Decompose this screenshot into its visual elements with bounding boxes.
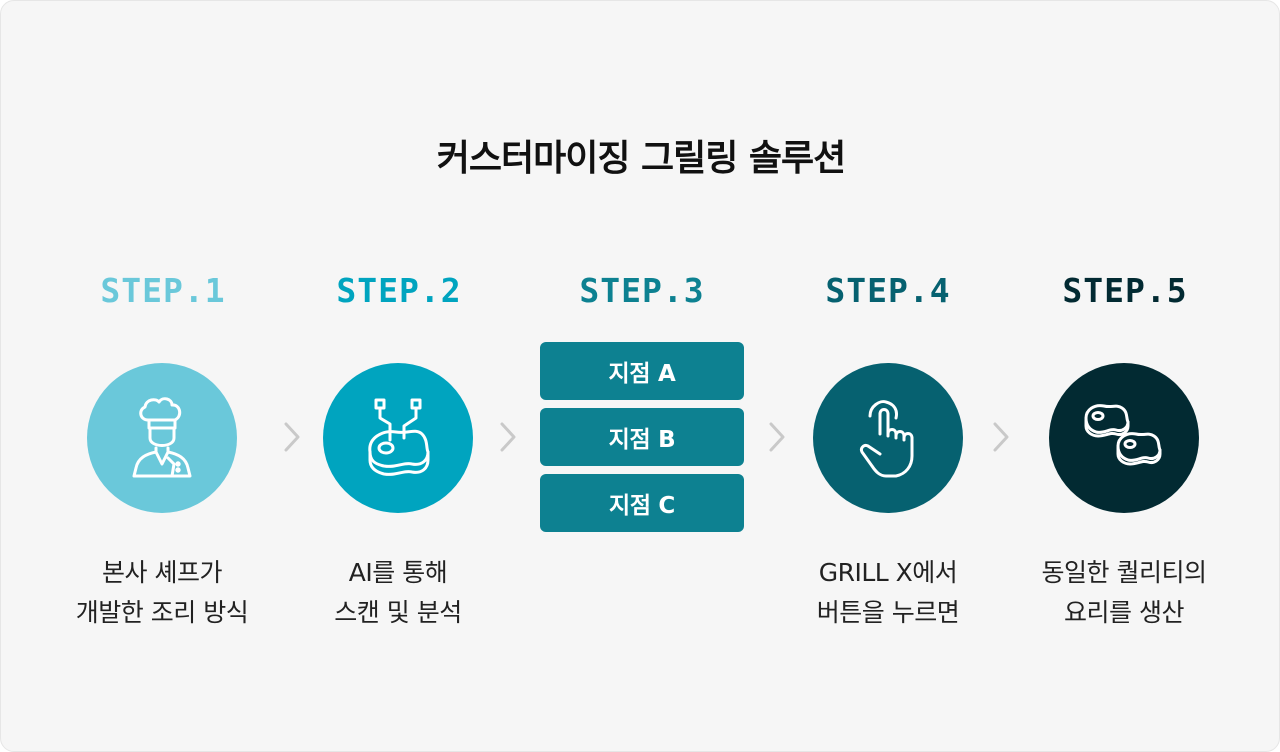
step-2-label: STEP.2 <box>336 271 462 310</box>
step-4-label: STEP.4 <box>825 271 951 310</box>
step-4-caption: GRILL X에서 버튼을 누르면 <box>758 553 1018 633</box>
step-5-caption-line: 요리를 생산 <box>1064 598 1184 627</box>
step-5-circle <box>1049 363 1199 513</box>
step-2-caption-line: 스캔 및 분석 <box>334 598 462 627</box>
step-2-circle <box>323 363 473 513</box>
step-1-caption: 본사 셰프가 개발한 조리 방식 <box>32 553 292 633</box>
step-4-caption-line: 버튼을 누르면 <box>816 598 960 627</box>
step-2-caption: AI를 통해 스캔 및 분석 <box>268 553 528 633</box>
branch-c-box: 지점 C <box>540 474 744 532</box>
step-4-circle <box>813 363 963 513</box>
chef-icon <box>132 397 192 478</box>
branch-b-box: 지점 B <box>540 408 744 466</box>
branch-a-box: 지점 A <box>540 342 744 400</box>
step-5-caption: 동일한 퀄리티의 요리를 생산 <box>994 553 1254 633</box>
diagram-title: 커스터마이징 그릴링 솔루션 <box>436 138 847 179</box>
two-steaks-icon <box>1084 404 1162 466</box>
step-1-circle <box>87 363 237 513</box>
step-3-label: STEP.3 <box>579 271 705 310</box>
chevron-right-icon <box>993 422 1009 452</box>
chevron-right-icon <box>284 422 300 452</box>
step-2-caption-line: AI를 통해 <box>348 558 448 587</box>
finger-press-icon <box>860 400 914 478</box>
step-1-caption-line: 본사 셰프가 <box>102 558 222 587</box>
step-5-label: STEP.5 <box>1062 271 1188 310</box>
chevron-right-icon <box>769 422 785 452</box>
step-4-caption-line: GRILL X에서 <box>818 558 958 587</box>
step-1-label: STEP.1 <box>100 271 226 310</box>
step-1-caption-line: 개발한 조리 방식 <box>75 598 249 627</box>
chevron-right-icon <box>500 422 516 452</box>
meat-scan-icon <box>368 398 430 476</box>
step-5-caption-line: 동일한 퀄리티의 <box>1041 558 1207 587</box>
